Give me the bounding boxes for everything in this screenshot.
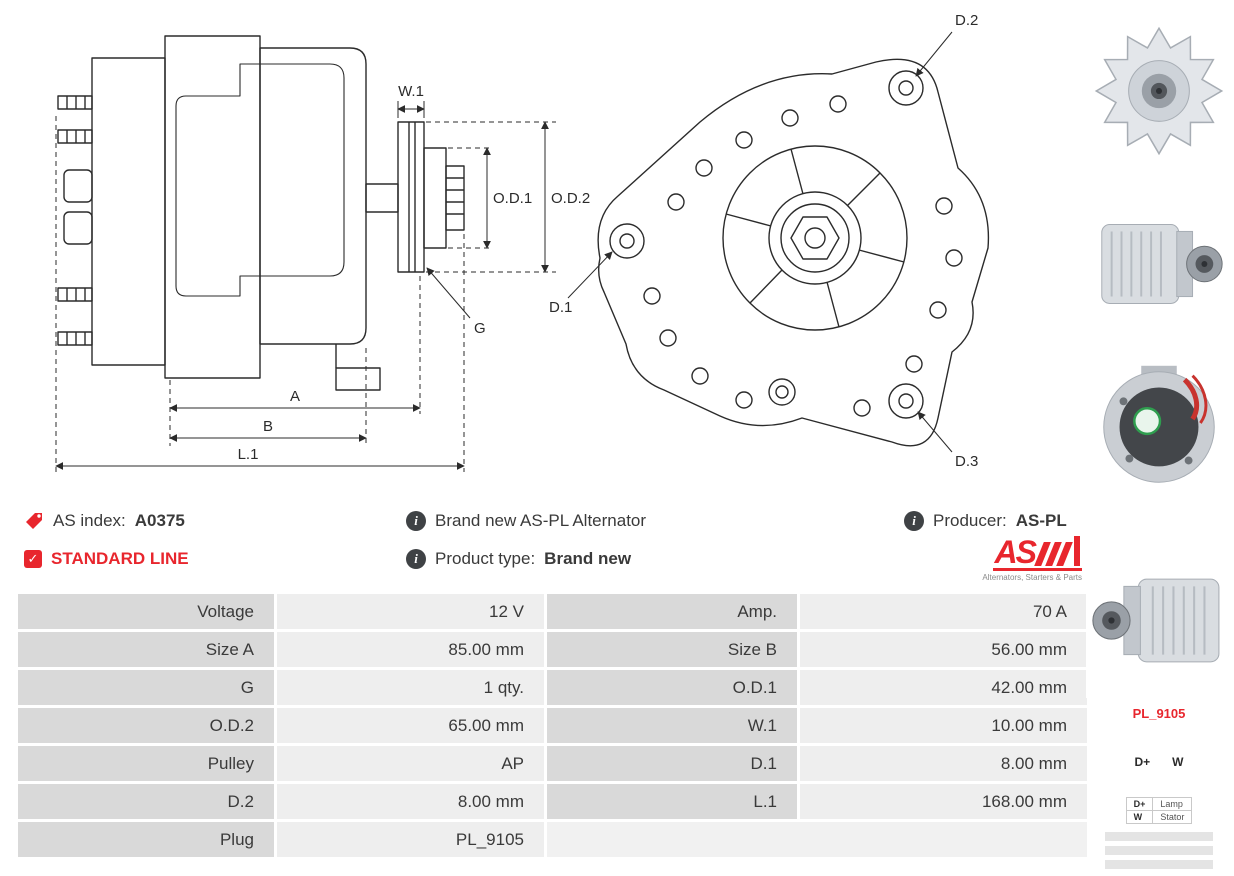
- dim-label-g: G: [474, 320, 486, 337]
- spec-value: 85.00 mm: [277, 632, 544, 667]
- brand-new-text: Brand new AS-PL Alternator: [435, 511, 647, 530]
- spec-value: 12 V: [277, 594, 544, 629]
- spec-value: 168.00 mm: [800, 784, 1087, 819]
- spec-value: 8.00 mm: [277, 784, 544, 819]
- standard-line: ✓ STANDARD LINE: [24, 549, 406, 569]
- spec-label: G: [18, 670, 274, 705]
- spec-table: Voltage 12 V Amp. 70 A Size A 85.00 mm S…: [18, 594, 1090, 857]
- product-type-label: Product type:: [435, 549, 536, 568]
- spec-label: Size B: [547, 632, 797, 667]
- spec-label: O.D.2: [18, 708, 274, 743]
- spec-value: 10.00 mm: [800, 708, 1087, 743]
- product-info: AS index: A0375 i Brand new AS-PL Altern…: [24, 502, 1084, 582]
- as-index: AS index: A0375: [24, 511, 406, 531]
- product-photo-rear: [1086, 350, 1232, 498]
- leader-lines: [567, 31, 953, 453]
- placeholder-bar: [1105, 832, 1213, 841]
- spec-value: AP: [277, 746, 544, 781]
- legend-key: W: [1125, 810, 1154, 824]
- spec-label: Amp.: [547, 594, 797, 629]
- spec-label: O.D.1: [547, 670, 797, 705]
- product-photo-side-right: [1086, 190, 1232, 338]
- spec-label: D.2: [18, 784, 274, 819]
- spec-value: PL_9105: [277, 822, 544, 857]
- dim-label-d3: D.3: [955, 453, 978, 470]
- spec-cell-empty: [547, 822, 1087, 857]
- info-icon: i: [904, 511, 924, 531]
- dim-label-od1: O.D.1: [493, 190, 532, 207]
- spec-value: 8.00 mm: [800, 746, 1087, 781]
- product-type-line: i Product type: Brand new: [406, 549, 904, 569]
- product-photo-front: [1086, 8, 1232, 180]
- spec-label: L.1: [547, 784, 797, 819]
- placeholder-bar: [1105, 860, 1213, 869]
- as-index-label: AS index:: [53, 511, 126, 530]
- dim-label-d2: D.2: [955, 12, 978, 29]
- spec-label: Voltage: [18, 594, 274, 629]
- plug-code: PL_9105: [1132, 706, 1186, 721]
- spec-label: D.1: [547, 746, 797, 781]
- spec-label: Pulley: [18, 746, 274, 781]
- aspl-logo-mark: AS: [992, 533, 1082, 571]
- producer-line: i Producer: AS-PL: [904, 511, 1084, 531]
- spec-value: 70 A: [800, 594, 1087, 629]
- legend-key: D+: [1125, 797, 1154, 811]
- spec-label: Size A: [18, 632, 274, 667]
- product-photo-side-left: [1086, 543, 1232, 698]
- terminal-w: W: [1172, 755, 1184, 769]
- terminal-legend: D+ Lamp W Stator: [1125, 797, 1193, 824]
- dim-label-od2: O.D.2: [551, 190, 590, 207]
- info-row-2: ✓ STANDARD LINE i Product type: Brand ne…: [24, 536, 1084, 582]
- aspl-logo-tagline: Alternators, Starters & Parts: [982, 573, 1082, 582]
- dim-label-l1: L.1: [238, 446, 259, 463]
- legend-value: Lamp: [1152, 797, 1193, 811]
- technical-drawings: W.1 O.D.1 O.D.2 G A B L.1: [55, 12, 990, 472]
- placeholder-bar: [1105, 846, 1213, 855]
- spec-value: 42.00 mm: [800, 670, 1087, 705]
- info-icon: i: [406, 549, 426, 569]
- side-view-drawing: [57, 35, 465, 391]
- dimension-lines: [55, 101, 556, 472]
- aspl-logo-text: AS: [994, 533, 1037, 570]
- dim-label-w1: W.1: [398, 83, 424, 100]
- check-icon: ✓: [24, 550, 42, 568]
- dim-label-d1: D.1: [549, 299, 572, 316]
- dim-label-b: B: [263, 418, 273, 435]
- terminals: D+ W: [1134, 755, 1183, 769]
- spec-value: 56.00 mm: [800, 632, 1087, 667]
- standard-line-text: STANDARD LINE: [51, 549, 189, 568]
- legend-placeholder-bars: [1105, 832, 1213, 874]
- terminal-dplus: D+: [1134, 755, 1151, 769]
- tag-icon: [26, 513, 42, 529]
- front-view-drawing: [597, 58, 990, 447]
- legend-row: D+ Lamp: [1125, 797, 1193, 811]
- info-row-1: AS index: A0375 i Brand new AS-PL Altern…: [24, 502, 1084, 540]
- product-photos-column: PL_9105 D+ W D+ Lamp W Stator: [1084, 0, 1234, 876]
- spec-value: 65.00 mm: [277, 708, 544, 743]
- spec-label: W.1: [547, 708, 797, 743]
- spec-value: 1 qty.: [277, 670, 544, 705]
- legend-value: Stator: [1152, 810, 1193, 824]
- product-type-value: Brand new: [544, 549, 632, 568]
- brand-new-line: i Brand new AS-PL Alternator: [406, 511, 904, 531]
- producer-value: AS-PL: [1015, 511, 1067, 530]
- main-content: W.1 O.D.1 O.D.2 G A B L.1: [18, 12, 1087, 857]
- brand-logo-cell: AS Alternators, Starters & Parts: [904, 536, 1084, 582]
- aspl-logo: AS Alternators, Starters & Parts: [982, 536, 1082, 582]
- legend-row: W Stator: [1125, 810, 1193, 824]
- info-icon: i: [406, 511, 426, 531]
- spec-label: Plug: [18, 822, 274, 857]
- dim-label-a: A: [290, 388, 300, 405]
- as-index-value: A0375: [134, 511, 185, 530]
- producer-label: Producer:: [933, 511, 1007, 530]
- logo-bar-icon: [1074, 536, 1080, 566]
